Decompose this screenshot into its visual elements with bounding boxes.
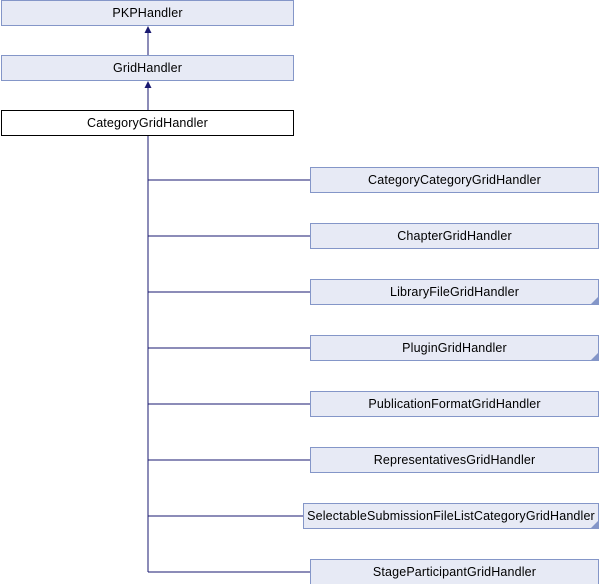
- class-node-plugingridhandler[interactable]: PluginGridHandler: [310, 335, 599, 361]
- class-node-label: PublicationFormatGridHandler: [368, 396, 541, 411]
- class-node-selectablesubmissionfilelistcategorygridhandler[interactable]: SelectableSubmissionFileListCategoryGrid…: [303, 503, 599, 529]
- class-node-label: CategoryGridHandler: [87, 115, 208, 130]
- class-node-label: RepresentativesGridHandler: [373, 452, 536, 467]
- class-node-gridhandler[interactable]: GridHandler: [1, 55, 294, 81]
- class-node-representativesgridhandler[interactable]: RepresentativesGridHandler: [310, 447, 599, 473]
- class-node-label: StageParticipantGridHandler: [372, 564, 537, 579]
- class-node-pkphandler[interactable]: PKPHandler: [1, 0, 294, 26]
- class-node-categorygridhandler-current[interactable]: CategoryGridHandler: [1, 110, 294, 136]
- class-node-chaptergridhandler[interactable]: ChapterGridHandler: [310, 223, 599, 249]
- class-node-libraryfilegridhandler[interactable]: LibraryFileGridHandler: [310, 279, 599, 305]
- class-node-label: ChapterGridHandler: [397, 228, 512, 243]
- class-node-publicationformatgridhandler[interactable]: PublicationFormatGridHandler: [310, 391, 599, 417]
- class-node-stageparticipantgridhandler[interactable]: StageParticipantGridHandler: [310, 559, 599, 584]
- class-node-label: CategoryCategoryGridHandler: [368, 172, 541, 187]
- class-node-label: PKPHandler: [112, 5, 183, 20]
- class-node-label: LibraryFileGridHandler: [389, 284, 520, 299]
- class-node-label: GridHandler: [112, 60, 183, 75]
- class-node-label: SelectableSubmissionFileListCategoryGrid…: [307, 508, 595, 523]
- class-node-label: PluginGridHandler: [402, 340, 507, 355]
- class-node-categorycategorygridhandler[interactable]: CategoryCategoryGridHandler: [310, 167, 599, 193]
